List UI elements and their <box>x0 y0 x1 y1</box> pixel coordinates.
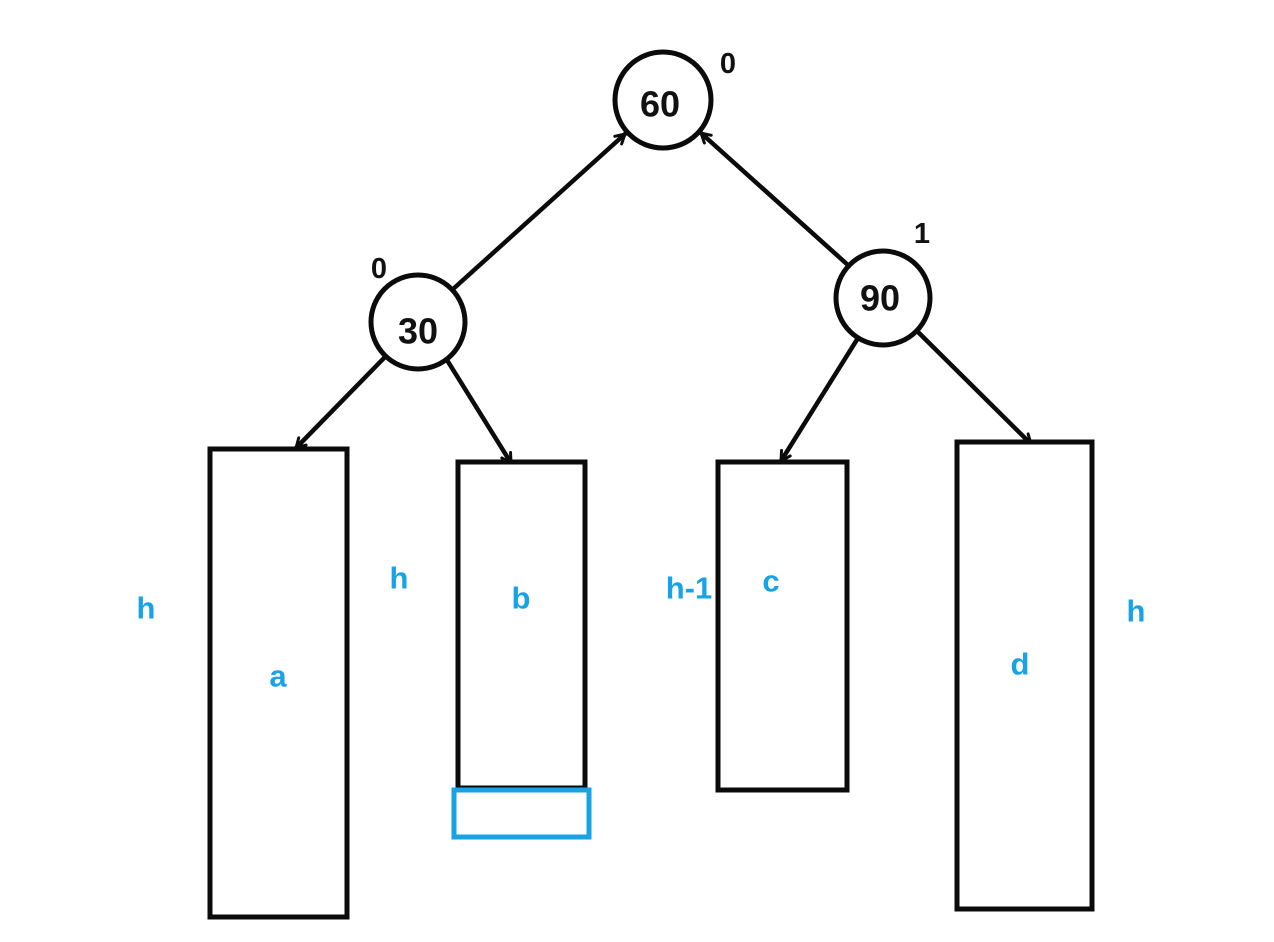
subtree-c-rect <box>715 459 850 793</box>
left-balance-factor: 0 <box>371 253 387 285</box>
edge-left-child-to-root <box>449 131 628 293</box>
edge-node90-to-subtree-c <box>778 335 861 464</box>
subtree-a-height-label: h <box>137 591 156 626</box>
inserted-node-rect <box>451 787 592 840</box>
left-node-value: 30 <box>398 311 438 352</box>
root-node-circle <box>612 49 714 151</box>
edge-node90-to-subtree-d <box>914 328 1034 447</box>
subtree-a-rect <box>207 446 350 920</box>
right-balance-factor: 1 <box>914 218 930 250</box>
edge-right-child-to-root <box>698 130 852 269</box>
subtree-b-rect <box>455 459 588 791</box>
root-balance-factor: 0 <box>720 48 736 80</box>
subtree-d-rect <box>954 439 1095 912</box>
right-node-value: 90 <box>860 278 900 319</box>
edge-node30-to-subtree-b <box>444 357 514 466</box>
root-node-value: 60 <box>640 84 680 125</box>
subtree-b-label: b <box>512 581 531 616</box>
subtree-c-height-label: h-1 <box>666 571 713 606</box>
left-node-circle <box>368 272 468 372</box>
subtree-d-height-label: h <box>1127 594 1146 629</box>
subtree-a-label: a <box>269 659 287 694</box>
right-node-circle <box>833 248 933 348</box>
subtree-b-height-label: h <box>390 561 409 596</box>
subtree-d-label: d <box>1011 647 1030 682</box>
edge-node30-to-subtree-a <box>293 354 388 451</box>
subtree-c-label: c <box>762 564 779 599</box>
